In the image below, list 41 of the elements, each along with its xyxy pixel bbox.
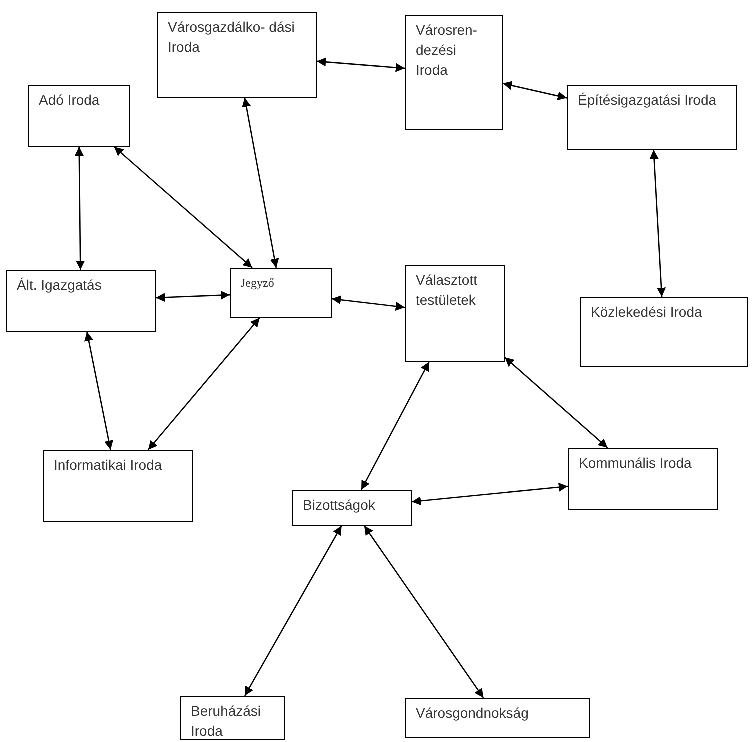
box-label: Ált. Igazgatás (17, 276, 103, 295)
box-label: Építésigazgatási Iroda (578, 91, 718, 110)
double-arrow (364, 526, 484, 698)
double-arrow (650, 150, 666, 298)
box-label: Adó Iroda (39, 91, 101, 110)
double-arrow (502, 81, 568, 101)
office-box (28, 85, 130, 147)
box-label: Jegyző (241, 275, 276, 292)
office-box (567, 85, 737, 150)
office-box (43, 450, 193, 522)
box-label: Informatikai Iroda (54, 456, 164, 475)
box-label: Városgondnokság (416, 704, 530, 723)
office-box (230, 268, 332, 318)
double-arrow (504, 357, 608, 448)
office-box (180, 696, 285, 740)
double-arrow (84, 332, 114, 450)
box-label: Bizottságok (303, 496, 376, 515)
double-arrow (316, 58, 406, 72)
office-box (568, 448, 718, 510)
office-box (580, 297, 748, 367)
box-label: Kommunális Iroda (579, 454, 693, 473)
double-arrow (242, 98, 280, 268)
office-box (292, 490, 412, 526)
double-arrow (156, 290, 230, 302)
double-arrow (74, 147, 86, 270)
box-label: Beruházási Iroda (191, 702, 262, 741)
box-label: Városgazdálko- dási Iroda (168, 18, 296, 57)
office-box (157, 12, 317, 98)
box-label: Közlekedési Iroda (591, 303, 704, 322)
double-arrow (360, 362, 430, 490)
office-box (405, 265, 505, 362)
double-arrow (412, 482, 568, 506)
box-label: Választott testületek (416, 271, 478, 310)
office-box (405, 15, 503, 130)
double-arrow (114, 146, 253, 268)
double-arrow (148, 318, 260, 450)
office-box (405, 698, 590, 738)
double-arrow (332, 296, 406, 312)
office-box (6, 270, 156, 332)
box-label: Városren- dezési Iroda (416, 21, 478, 80)
double-arrow (244, 526, 342, 696)
